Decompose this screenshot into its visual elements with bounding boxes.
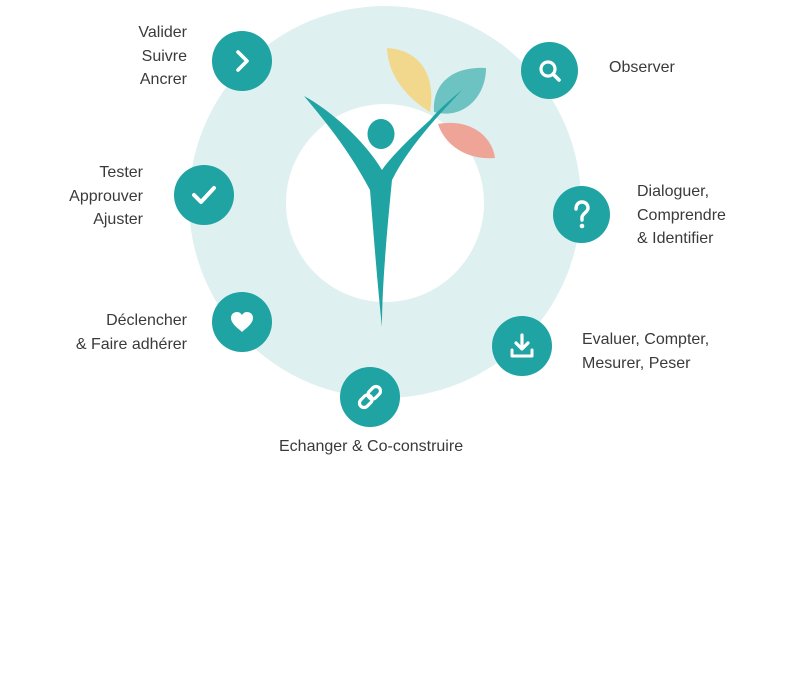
tester-label: Tester Approuver Ajuster	[69, 164, 143, 228]
declencher-label: Déclencher & Faire adhérer	[75, 312, 187, 353]
question-mark-icon	[573, 199, 590, 228]
observer-node[interactable]	[521, 42, 578, 99]
dialoguer-node[interactable]	[553, 186, 610, 243]
echanger-node[interactable]	[340, 367, 400, 427]
valider-label: Valider Suivre Ancrer	[138, 24, 187, 88]
leaf-yellow	[387, 48, 432, 112]
valider-node[interactable]	[212, 31, 272, 91]
figure-body	[304, 90, 462, 327]
checkmark-icon	[192, 186, 216, 204]
declencher-node[interactable]	[212, 292, 272, 352]
link-icon	[357, 384, 383, 410]
chevron-right-icon	[236, 50, 249, 72]
growth-figure-logo	[304, 48, 495, 327]
dialoguer-label: Dialoguer, Comprendre & Identifier	[637, 183, 726, 247]
heart-icon	[231, 312, 253, 332]
observer-label: Observer	[609, 59, 675, 76]
figure-head	[367, 119, 395, 149]
echanger-label: Echanger & Co-construire	[279, 438, 464, 455]
evaluer-label: Evaluer, Compter, Mesurer, Peser	[582, 331, 710, 372]
tester-node[interactable]	[174, 165, 234, 225]
magnifier-icon	[538, 59, 561, 82]
evaluer-node[interactable]	[492, 316, 552, 376]
leaf-teal	[433, 67, 486, 114]
download-icon	[510, 333, 534, 358]
leaf-pink	[438, 122, 495, 159]
